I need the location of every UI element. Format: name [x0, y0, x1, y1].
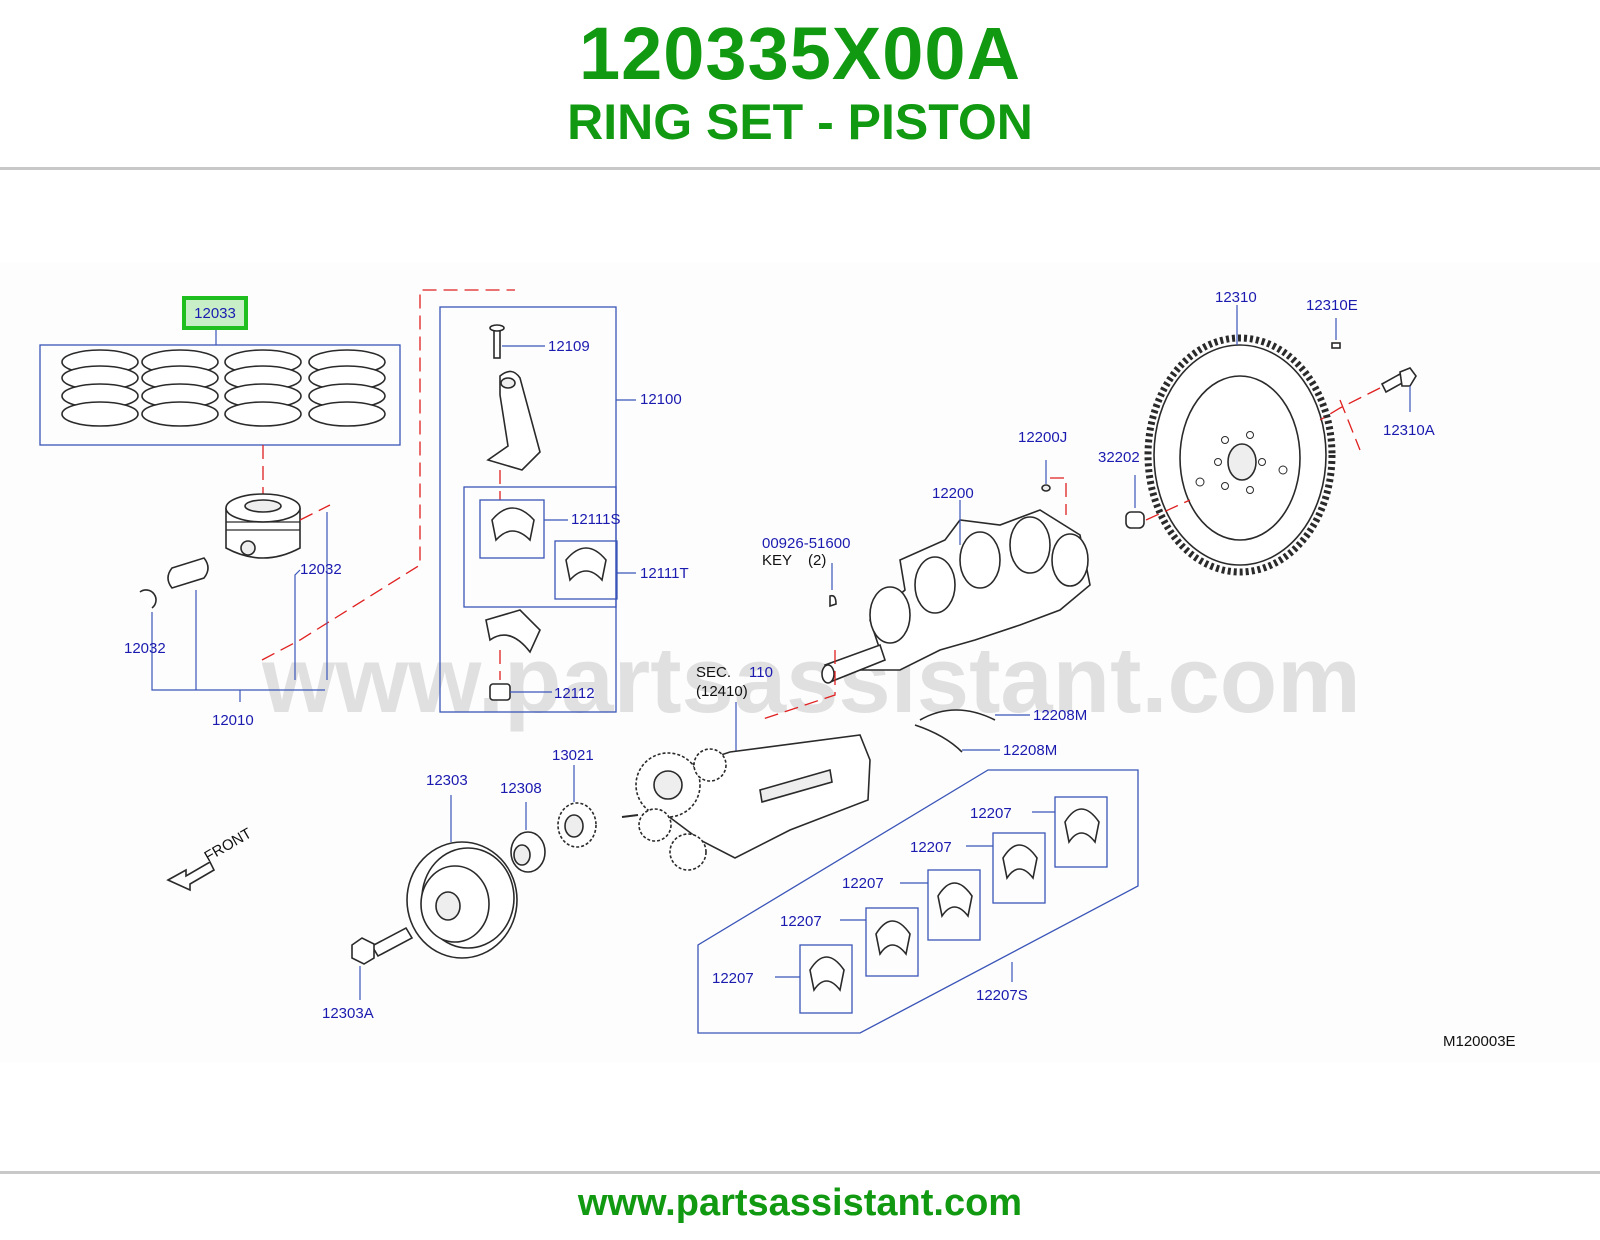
- callout-12111s[interactable]: 12111S: [571, 511, 621, 528]
- callout-00926-51600[interactable]: 00926-51600: [762, 535, 850, 552]
- ring-stack-3: [224, 349, 302, 427]
- header: 120335X00A RING SET - PISTON: [0, 0, 1600, 168]
- pilot-converter-bushing: [1125, 511, 1145, 529]
- callout-12310e[interactable]: 12310E: [1306, 297, 1358, 314]
- rod-bolt: [493, 329, 501, 359]
- woodruff-key: [829, 594, 837, 608]
- main-bearing-4: 12207: [910, 832, 1046, 904]
- main-bearing-group: 12207S 12207 12207 12207 12207: [697, 769, 1139, 1034]
- main-bearing-5: 12207: [970, 796, 1108, 868]
- piston-group: 12032 12032 12010: [124, 289, 515, 729]
- callout-13021[interactable]: 13021: [552, 747, 594, 764]
- highlight-12033[interactable]: [182, 296, 248, 330]
- piston-ring-set-group: 12033: [39, 296, 401, 446]
- callout-12310[interactable]: 12310: [1215, 289, 1257, 306]
- sec-number[interactable]: 110: [749, 664, 773, 681]
- callout-12310a[interactable]: 12310A: [1383, 422, 1435, 439]
- callout-12208m-a[interactable]: 12208M: [1033, 707, 1087, 724]
- callout-12032-clip[interactable]: 12032: [124, 640, 166, 657]
- sec-reference: (12410): [696, 683, 748, 700]
- rod-cap: [485, 609, 541, 654]
- part-name-subtitle: RING SET - PISTON: [567, 94, 1033, 150]
- callout-12200[interactable]: 12200: [932, 485, 974, 502]
- callout-12207s[interactable]: 12207S: [976, 987, 1028, 1004]
- callout-12303[interactable]: 12303: [426, 772, 468, 789]
- connecting-rod-group: 12100 12109 12111S 12111T 12112: [439, 306, 689, 713]
- front-arrow-icon: [166, 860, 216, 892]
- callout-32202[interactable]: 32202: [1098, 449, 1140, 466]
- rod-bearing-frame: [463, 486, 617, 608]
- callout-12111t[interactable]: 12111T: [640, 565, 689, 582]
- pulley-bolt: [370, 926, 414, 958]
- footer-url[interactable]: www.partsassistant.com: [577, 1182, 1023, 1224]
- callout-12207-b[interactable]: 12207: [780, 913, 822, 930]
- callout-12112[interactable]: 12112: [554, 685, 595, 702]
- sec-label: SEC.: [696, 664, 731, 681]
- header-divider: [0, 167, 1600, 170]
- watermark: www.partsassistant.com: [261, 627, 1361, 732]
- callout-12032-pin[interactable]: 12032: [300, 561, 342, 578]
- exploded-parts-diagram: www.partsassistant.com 12033: [0, 262, 1600, 1062]
- main-bearing-1: 12207: [712, 944, 853, 1014]
- ring-set-frame: [39, 344, 401, 446]
- callout-12109[interactable]: 12109: [548, 338, 590, 355]
- rod-nut: [489, 683, 511, 701]
- ring-stack-1: [61, 349, 139, 427]
- callout-12207-d[interactable]: 12207: [910, 839, 952, 856]
- thrust-washer-lower: [914, 724, 963, 753]
- snap-ring: [139, 589, 157, 609]
- rod-bearing-upper: [491, 507, 535, 542]
- main-bearing-frame: [697, 769, 1139, 1034]
- main-bearing-3: 12207: [842, 869, 981, 941]
- callout-12207-a[interactable]: 12207: [712, 970, 754, 987]
- key-quantity: (2): [808, 552, 826, 569]
- diagram-code: M120003E: [1443, 1033, 1516, 1050]
- front-pulley-group: 12303 12303A 12308 13021 FRONT: [166, 747, 597, 1022]
- callout-12033[interactable]: 12033: [194, 305, 236, 322]
- callout-12208m-b[interactable]: 12208M: [1003, 742, 1057, 759]
- key-label: KEY: [762, 552, 792, 569]
- callout-12303a[interactable]: 12303A: [322, 1005, 374, 1022]
- callout-12207-e[interactable]: 12207: [970, 805, 1012, 822]
- callout-12308[interactable]: 12308: [500, 780, 542, 797]
- ring-stack-2: [141, 349, 219, 427]
- flywheel-dowel: [1331, 342, 1341, 349]
- rod-bearing-lower: [565, 547, 607, 582]
- callout-12207-c[interactable]: 12207: [842, 875, 884, 892]
- thrust-washer-upper: [919, 709, 996, 721]
- callout-12200j[interactable]: 12200J: [1018, 429, 1067, 446]
- ring-stack-4: [308, 349, 386, 427]
- main-bearing-2: 12207: [780, 907, 919, 977]
- diagram-canvas: www.partsassistant.com 12033: [39, 289, 1516, 1050]
- front-arrow: FRONT: [166, 825, 255, 892]
- piston-pin: [167, 557, 209, 589]
- pilot-bushing: [1041, 484, 1051, 492]
- flywheel-group: 12310 12310E 12310A 32202: [1098, 289, 1435, 576]
- callout-12100[interactable]: 12100: [640, 391, 682, 408]
- crankshaft-group: 12200 00926-51600 KEY (2) 12200J 12208M …: [759, 429, 1091, 759]
- footer-divider: [0, 1171, 1600, 1174]
- callout-12010[interactable]: 12010: [212, 712, 254, 729]
- ring-gear-teeth: [1144, 334, 1336, 576]
- front-label: FRONT: [202, 825, 255, 866]
- oil-pump-balancer-group: SEC. 110 (12410): [621, 664, 871, 871]
- connecting-rod: [486, 370, 541, 471]
- part-number-title: 120335X00A: [578, 12, 1022, 95]
